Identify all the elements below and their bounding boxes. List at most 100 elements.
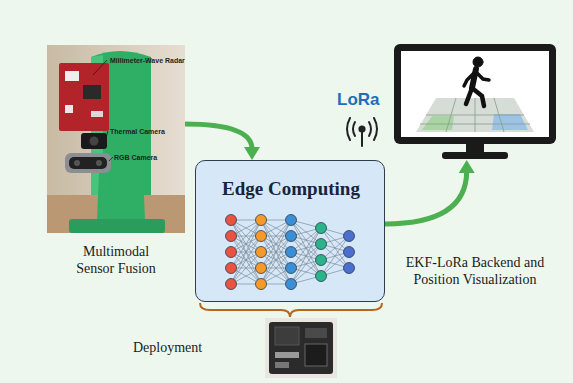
illustration-part <box>459 160 475 173</box>
part-label: RGB Camera <box>114 153 157 162</box>
nn-neuron <box>286 215 297 226</box>
illustration-part <box>374 118 377 140</box>
illustration-part <box>47 45 185 233</box>
illustration-part <box>91 111 103 117</box>
node-title: Edge Computing <box>196 177 386 200</box>
illustration-part <box>476 72 489 80</box>
nn-link <box>231 236 261 284</box>
nn-neuron <box>286 247 297 258</box>
node-title: EKF-LoRa Backend and Position Visualizat… <box>384 254 566 288</box>
nn-neuron <box>316 271 327 282</box>
process-box: Edge Computing <box>195 160 385 302</box>
nn-link <box>261 220 291 268</box>
nn-neuron <box>286 263 297 274</box>
nn-neuron <box>316 255 327 266</box>
sensor-photo-node: Multimodal Sensor Fusion <box>47 45 185 233</box>
part-label: Millimeter-Wave Radar <box>110 56 185 65</box>
illustration-part <box>420 98 530 132</box>
illustration-part <box>466 88 472 104</box>
illustration-part <box>265 318 337 378</box>
illustration-part <box>97 173 145 221</box>
illustration-part <box>81 133 107 149</box>
illustration-part <box>442 152 508 159</box>
nn-neuron <box>226 263 237 274</box>
flow-arrow <box>185 124 260 160</box>
illustration-part <box>65 71 79 81</box>
nn-link <box>231 220 261 268</box>
nn-neuron <box>316 223 327 234</box>
illustration-part <box>65 153 111 173</box>
nn-neuron <box>344 231 355 242</box>
nn-neuron <box>226 215 237 226</box>
illustration-part <box>446 98 456 132</box>
node-title: Multimodal Sensor Fusion <box>66 243 166 277</box>
flow-arrow <box>385 160 475 224</box>
illustration-part <box>347 118 350 140</box>
illustration-part <box>385 171 467 224</box>
illustration-part <box>275 327 299 345</box>
nn-neuron <box>226 247 237 258</box>
person-icon <box>464 57 489 106</box>
nn-neuron <box>256 263 267 274</box>
board-node: Deployment <box>265 318 337 378</box>
nn-neuron <box>256 247 267 258</box>
illustration-part <box>65 105 73 113</box>
illustration-part <box>83 85 101 99</box>
illustration-part <box>305 344 327 366</box>
nn-link <box>261 220 291 268</box>
nn-neuron <box>226 231 237 242</box>
illustration-part <box>475 98 476 132</box>
part-label: Thermal Camera <box>110 127 165 136</box>
illustration-part <box>74 160 80 166</box>
nn-link <box>231 220 261 268</box>
illustration-part <box>269 322 333 374</box>
nn-link <box>261 236 291 284</box>
illustration-part <box>494 98 504 132</box>
nn-neuron <box>286 231 297 242</box>
deployment-bracket <box>200 303 382 317</box>
leader-lines <box>93 60 113 161</box>
illustration-part <box>69 157 107 169</box>
sensor-photo <box>47 45 185 233</box>
illustration-part <box>93 60 107 75</box>
illustration-part <box>105 131 108 141</box>
illustration-part <box>416 98 534 132</box>
nn-neuron <box>286 279 297 290</box>
monitor-node: EKF-LoRa Backend and Position Visualizat… <box>392 42 558 160</box>
illustration-part <box>492 114 528 130</box>
nn-link <box>261 236 291 284</box>
nn-neuron <box>256 231 267 242</box>
illustration-part <box>69 219 165 233</box>
illustration-part <box>422 116 454 130</box>
illustration-part <box>244 147 260 160</box>
illustration-part <box>466 144 484 152</box>
illustration-part <box>275 362 289 368</box>
illustration-part <box>185 124 252 149</box>
nn-neuron <box>344 247 355 258</box>
edge-board-photo <box>265 318 337 378</box>
radio-icon <box>347 118 377 146</box>
nn-neuron <box>256 279 267 290</box>
illustration-part <box>394 44 556 144</box>
illustration-part <box>59 63 109 131</box>
illustration-part <box>275 352 299 358</box>
illustration-part <box>96 160 102 166</box>
nn-neuron <box>256 215 267 226</box>
illustration-part <box>369 122 371 136</box>
protocol-label: LoRa <box>337 90 380 110</box>
illustration-part <box>353 122 355 136</box>
monitor-illustration <box>392 42 558 160</box>
node-title: Deployment <box>133 339 243 356</box>
neural-network <box>221 209 361 295</box>
illustration-part <box>472 88 484 106</box>
illustration-part <box>464 72 475 86</box>
nn-neuron <box>226 279 237 290</box>
illustration-part <box>90 137 99 146</box>
illustration-part <box>305 328 327 338</box>
nn-neuron <box>344 263 355 274</box>
illustration-part <box>361 131 363 146</box>
illustration-part <box>473 57 483 67</box>
nn-neuron <box>316 239 327 250</box>
